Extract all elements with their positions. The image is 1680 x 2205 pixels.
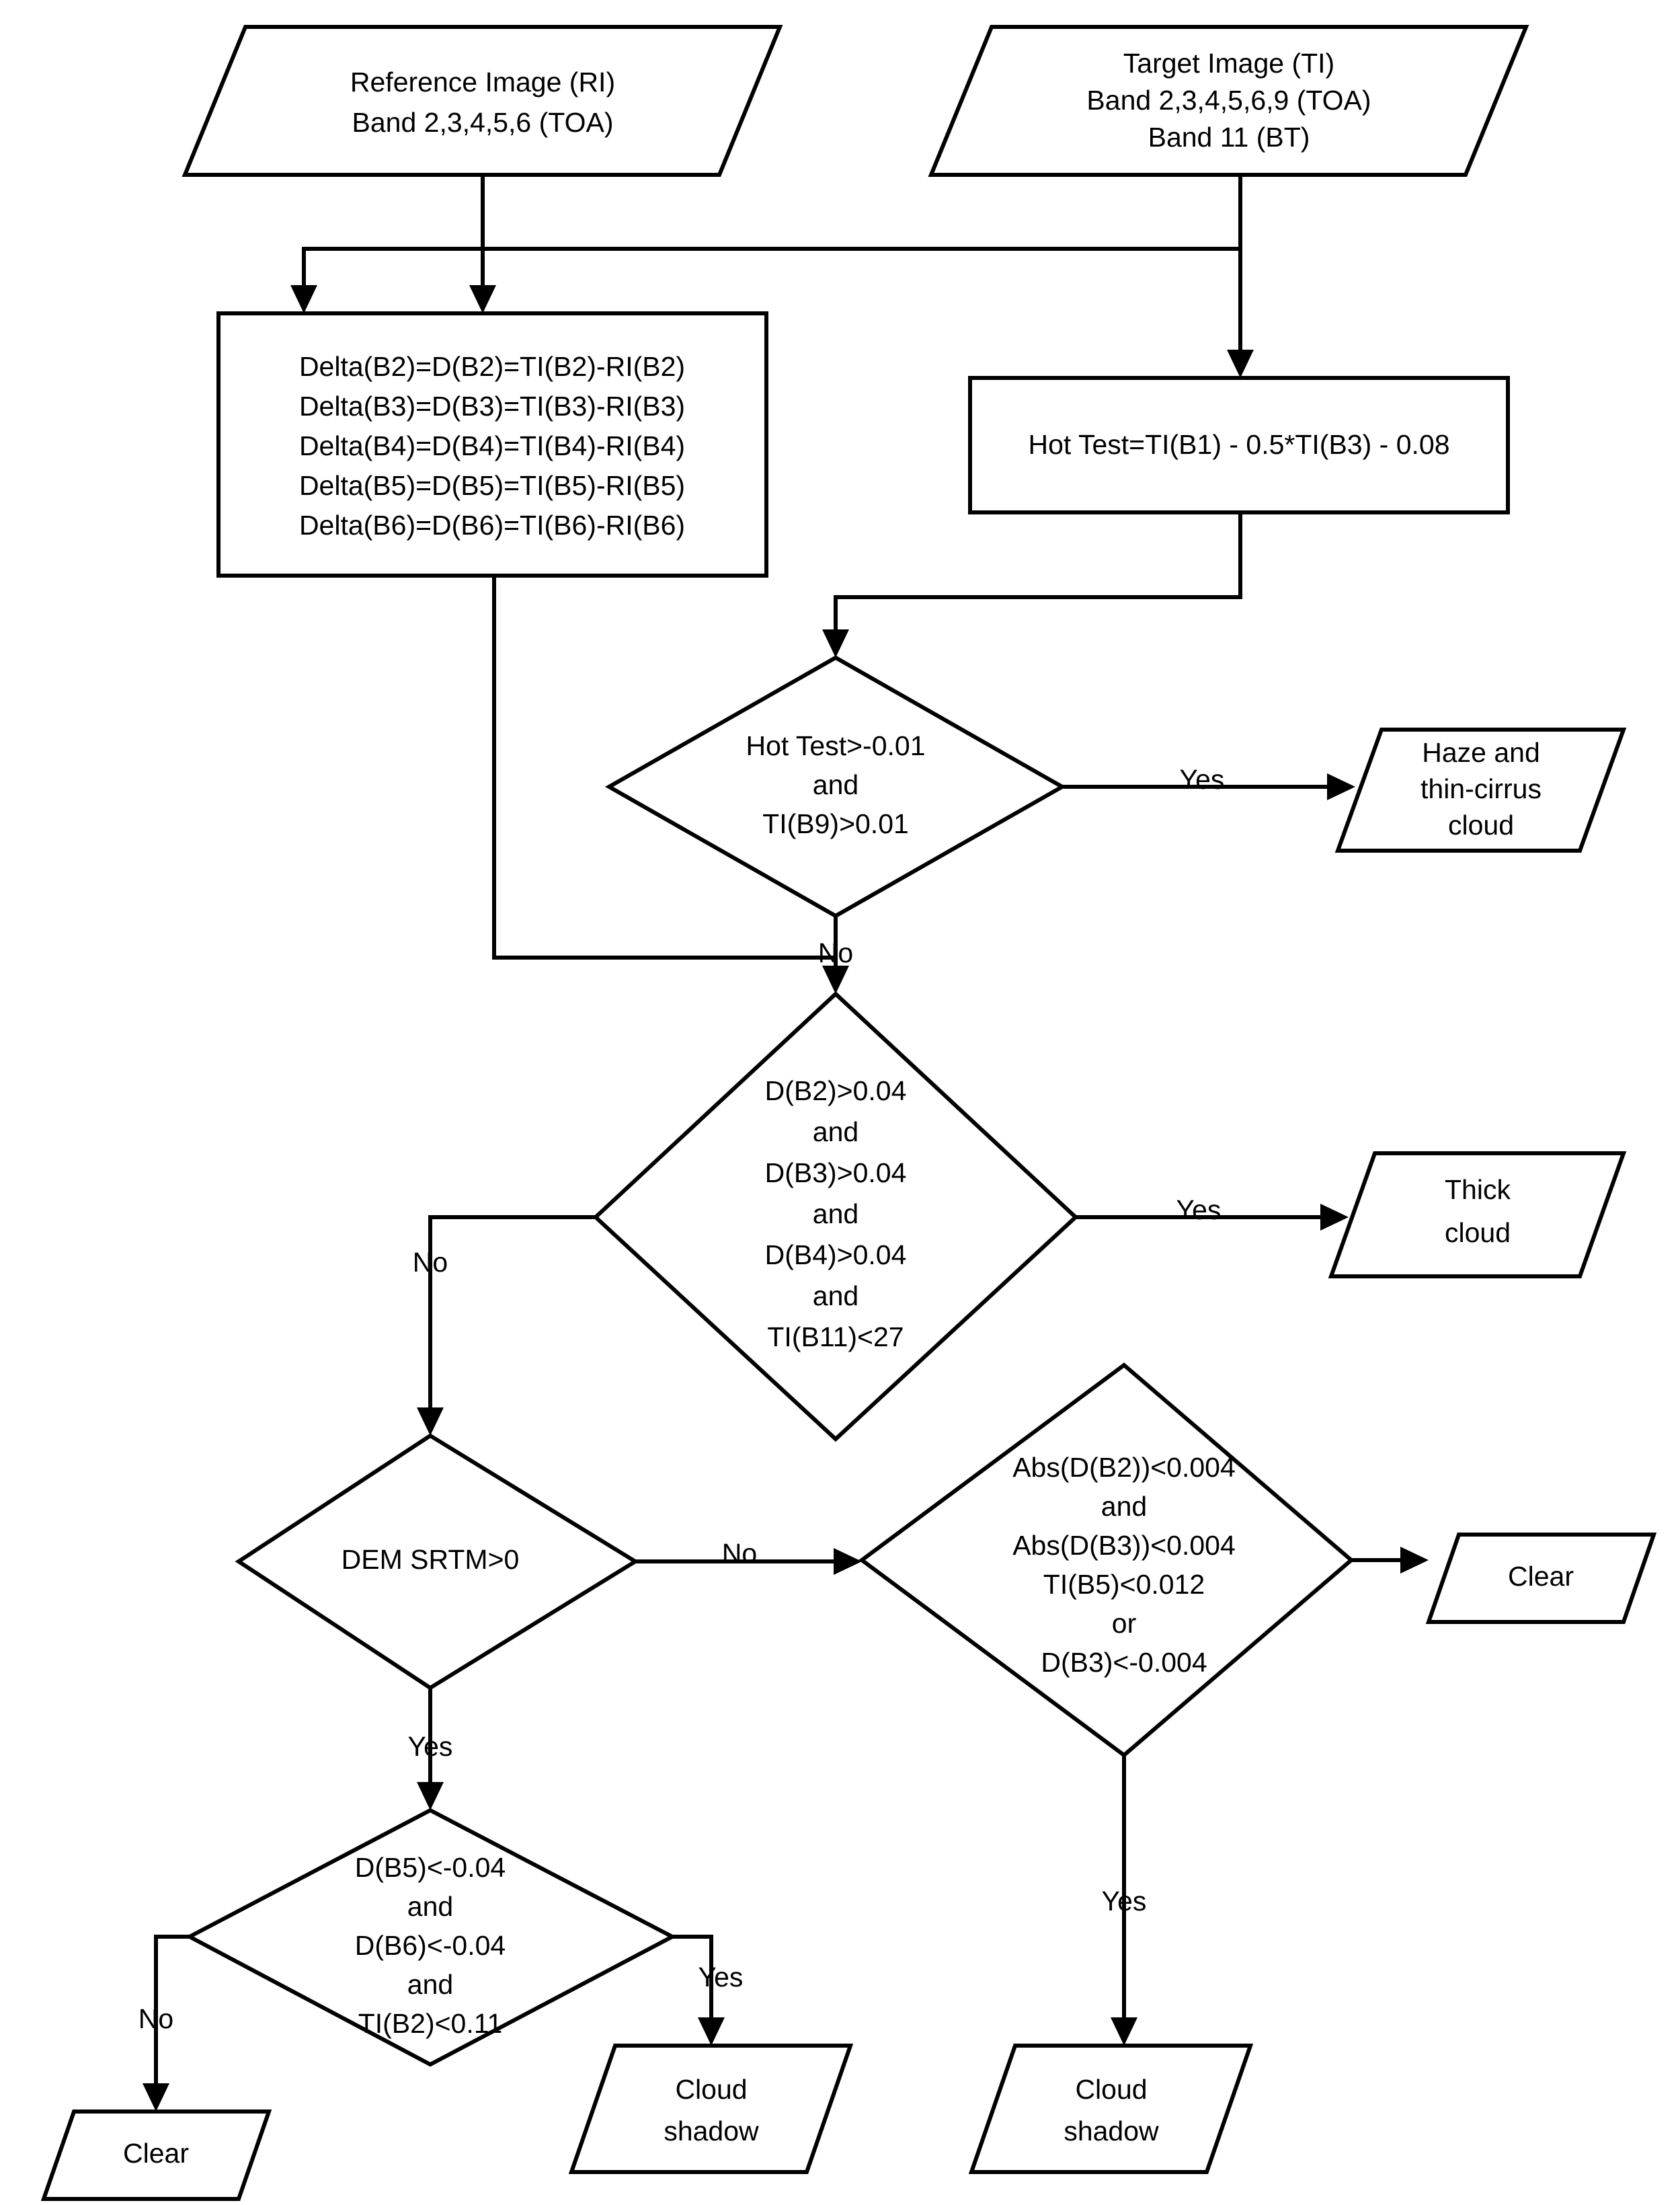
shadow-decision-shape [185,1808,677,2067]
clear-decision-line-4: or [1112,1608,1136,1639]
hot-test-process-line-0: Hot Test=TI(B1) - 0.5*TI(B3) - 0.08 [1029,429,1450,460]
target-image-line-2: Band 11 (BT) [1148,122,1310,153]
thick-cloud-output-line-0: Thick [1445,1174,1511,1205]
shadow-decision-line-1: and [407,1891,453,1922]
edge-shadow-yes: Yes [672,1935,744,2046]
thick-cloud-decision-shape [592,991,1079,1442]
node-reference-image[interactable]: Reference Image (RI) Band 2,3,4,5,6 (TOA… [182,25,783,177]
node-shadow-decision[interactable]: D(B5)<-0.04 and D(B6)<-0.04 and TI(B2)<0… [185,1808,677,2067]
edge-label-thick-cloud-yes: Yes [1176,1194,1222,1225]
node-haze-output[interactable]: Haze and thin-cirrus cloud [1334,728,1627,853]
delta-process-line-4: Delta(B6)=D(B6)=TI(B6)-RI(B6) [299,510,685,541]
dem-decision-line-0: DEM SRTM>0 [342,1544,520,1575]
edge-ti-to-hot-test-process [1227,249,1254,378]
cloud-shadow-output-left-line-0: Cloud [675,2074,747,2105]
thick-cloud-decision-line-3: and [813,1198,858,1229]
target-image-line-0: Target Image (TI) [1123,48,1334,79]
edge-shadow-no: No [138,1935,190,2112]
edge-delta-to-thick-cloud [492,576,836,960]
node-hot-test-process[interactable]: Hot Test=TI(B1) - 0.5*TI(B3) - 0.08 [968,376,1510,514]
hot-test-decision-line-0: Hot Test>-0.01 [746,730,925,761]
edge-label-shadow-yes: Yes [698,1962,744,1993]
edge-thick-cloud-yes: Yes [1076,1194,1349,1231]
node-delta-process[interactable]: Delta(B2)=D(B2)=TI(B2)-RI(B2) Delta(B3)=… [216,311,768,578]
shadow-decision-line-3: and [407,1969,453,2000]
thick-cloud-decision-line-4: D(B4)>0.04 [765,1239,907,1270]
clear-decision-line-5: D(B3)<-0.004 [1041,1647,1207,1678]
clear-output-left-line-0: Clear [123,2138,189,2169]
node-thick-cloud-decision[interactable]: D(B2)>0.04 and D(B3)>0.04 and D(B4)>0.04… [592,991,1079,1442]
target-image-line-1: Band 2,3,4,5,6,9 (TOA) [1086,85,1371,116]
reference-image-line-0: Reference Image (RI) [350,67,615,98]
shadow-decision-line-0: D(B5)<-0.04 [355,1852,506,1883]
edge-label-dem-yes: Yes [408,1731,453,1762]
node-clear-decision[interactable]: Abs(D(B2))<0.004 and Abs(D(B3))<0.004 TI… [858,1362,1355,1758]
node-cloud-shadow-output-left[interactable]: Cloud shadow [568,2044,854,2174]
edge-hot-test-yes: Yes [1062,764,1355,800]
node-thick-cloud-output[interactable]: Thick cloud [1328,1151,1627,1278]
edge-label-hot-test-yes: Yes [1180,764,1225,795]
haze-output-line-2: cloud [1448,810,1514,841]
delta-process-line-0: Delta(B2)=D(B2)=TI(B2)-RI(B2) [299,351,685,382]
clear-output-left-shape [40,2110,272,2201]
cloud-shadow-output-right-shape [968,2044,1254,2174]
thick-cloud-decision-line-6: TI(B11)<27 [767,1321,904,1352]
delta-process-line-2: Delta(B4)=D(B4)=TI(B4)-RI(B4) [299,430,685,461]
thick-cloud-decision-line-0: D(B2)>0.04 [765,1075,907,1106]
reference-image-shape [182,25,783,177]
edge-ti-to-delta [290,175,1242,313]
node-cloud-shadow-output-right[interactable]: Cloud shadow [968,2044,1254,2174]
node-hot-test-decision[interactable]: Hot Test>-0.01 and TI(B9)>0.01 [604,655,1067,919]
node-clear-output-right[interactable]: Clear [1425,1533,1657,1624]
clear-decision-line-2: Abs(D(B3))<0.004 [1012,1530,1236,1561]
thick-cloud-decision-line-2: D(B3)>0.04 [765,1157,907,1188]
node-clear-output-left[interactable]: Clear [40,2110,272,2201]
delta-process-shape [216,311,768,578]
hot-test-decision-line-2: TI(B9)>0.01 [762,808,909,839]
shadow-decision-line-2: D(B6)<-0.04 [355,1930,506,1961]
hot-test-decision-line-1: and [813,769,858,800]
delta-process-line-1: Delta(B3)=D(B3)=TI(B3)-RI(B3) [299,391,685,422]
edge-dem-yes: Yes [408,1688,453,1810]
cloud-shadow-output-left-shape [568,2044,854,2174]
haze-output-shape [1334,728,1627,853]
edge-label-clear-decision-yes: Yes [1102,1886,1147,1917]
clear-output-right-shape [1425,1533,1657,1624]
clear-output-right-line-0: Clear [1508,1561,1574,1592]
thick-cloud-output-shape [1328,1151,1627,1278]
edge-clear-decision-to-clear [1351,1547,1429,1574]
edge-label-dem-no: No [722,1538,757,1569]
haze-output-line-1: thin-cirrus [1421,773,1542,804]
cloud-shadow-output-right-line-0: Cloud [1075,2074,1147,2105]
node-target-image[interactable]: Target Image (TI) Band 2,3,4,5,6,9 (TOA)… [928,25,1529,177]
target-image-shape [928,25,1529,177]
clear-decision-line-1: and [1101,1491,1147,1522]
delta-process-line-3: Delta(B5)=D(B5)=TI(B5)-RI(B5) [299,470,685,501]
thick-cloud-output-line-1: cloud [1445,1217,1511,1248]
node-dem-decision[interactable]: DEM SRTM>0 [235,1433,639,1691]
shadow-decision-line-4: TI(B2)<0.11 [358,2008,503,2039]
edge-clear-decision-yes: Yes [1102,1755,1147,2046]
edge-hot-test-no: No [818,916,853,994]
edge-label-hot-test-no: No [818,937,853,968]
edge-ri-to-delta [469,175,496,313]
clear-decision-line-0: Abs(D(B2))<0.004 [1012,1452,1236,1483]
thick-cloud-decision-line-5: and [813,1280,858,1311]
edge-label-thick-cloud-no: No [413,1247,448,1278]
haze-output-line-0: Haze and [1422,737,1540,768]
thick-cloud-decision-line-1: and [813,1116,858,1147]
clear-decision-line-3: TI(B5)<0.012 [1043,1569,1205,1600]
reference-image-line-1: Band 2,3,4,5,6 (TOA) [352,107,614,138]
cloud-shadow-output-right-line-1: shadow [1064,2116,1159,2146]
edge-dem-no: No [635,1538,862,1575]
edge-thick-cloud-no: No [413,1215,596,1436]
cloud-shadow-output-left-line-1: shadow [664,2116,759,2146]
edge-label-shadow-no: No [138,2003,173,2034]
edge-hot-test-process-to-decision [822,512,1242,658]
